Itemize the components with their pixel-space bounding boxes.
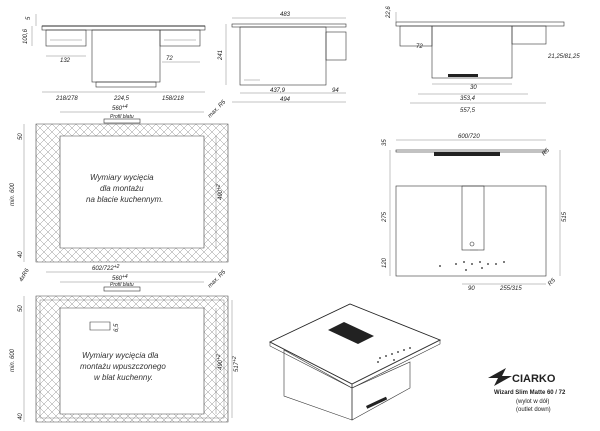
side-view-515: 515 (562, 211, 568, 222)
dim-94: 94 (332, 88, 339, 94)
dim-224-5: 224,5 (113, 96, 130, 102)
front-view-right: 22,6 72 21,25/81,25 30 353,4 557,5 (386, 6, 580, 114)
cutout-flat-mounting: 560+4 Profil blatu max. R5 min. 600 50 4… (10, 99, 229, 263)
brand-block: CIARKO Wizard Slim Matte 60 / 72 (wylot … (488, 368, 566, 413)
cutout-flush-6-5: 6,5 (114, 323, 120, 332)
dim-22-6: 22,6 (386, 6, 392, 19)
side-view-90: 90 (468, 286, 475, 292)
cutout-flat-40: 40 (18, 251, 24, 258)
ciarko-logo-icon (488, 368, 512, 386)
dim-132: 132 (60, 58, 71, 64)
side-view-width: 600/720 (458, 134, 480, 140)
dim-557-5: 557,5 (460, 108, 476, 114)
brand-name: CIARKO (512, 373, 556, 385)
iso-touch-dots (377, 347, 411, 363)
cutout-flat-min-600: min. 600 (10, 182, 16, 206)
dim-158-218: 158/218 (162, 96, 184, 102)
cutout-flush-50: 50 (18, 305, 24, 312)
dim-5: 5 (26, 16, 32, 20)
dim-30: 30 (470, 85, 477, 91)
cutout-flat-note-1: Wymiary wycięcia (90, 173, 154, 182)
cutout-flat-note-2: dla montażu (100, 184, 144, 193)
brand-outlet-pl: (wylot w dół) (516, 399, 549, 405)
side-view-top: 483 241 437,9 94 494 (218, 12, 347, 103)
dim-72: 72 (166, 56, 173, 62)
dim-72-right: 72 (416, 44, 423, 50)
cutout-flush-517: 517+2 (232, 356, 240, 372)
cutout-flush-40: 40 (18, 413, 24, 420)
side-view-255-315: 255/315 (499, 286, 522, 292)
cutout-flush-note-3: w blat kuchenny. (94, 373, 153, 382)
dim-21-25-81-25: 21,25/81,25 (547, 54, 580, 60)
dim-437-9: 437,9 (270, 88, 286, 94)
cutout-flush-inner-width: 560+4 (112, 274, 128, 282)
cutout-flat-profile-label: Profil blatu (110, 114, 134, 120)
cutout-flush-mounting: 602/722+2 560+4 Profil blatu 4xR6 max. R… (10, 264, 240, 423)
cutout-flat-corner: max. R5 (207, 99, 228, 120)
dim-218-278: 218/278 (55, 96, 78, 102)
side-view-corner-top: R5 (541, 147, 551, 157)
cutout-flush-490: 490+2 (216, 354, 224, 370)
cutout-flush-note-1: Wymiary wycięcia dla (82, 351, 159, 360)
cutout-flat-note-3: na blacie kuchennym. (86, 195, 163, 204)
brand-model: Wizard Slim Matte 60 / 72 (494, 390, 566, 396)
cutout-flush-profile-label: Profil blatu (110, 282, 134, 288)
cutout-flush-corner-left: 4xR6 (19, 267, 32, 283)
cutout-flat-50: 50 (18, 133, 24, 140)
front-view-left: 5 100,6 132 72 218/278 224,5 158/218 (23, 14, 206, 102)
side-view-120: 120 (382, 257, 388, 268)
cutout-flat-490: 490+2 (216, 184, 224, 200)
dim-353-4: 353,4 (460, 96, 476, 102)
cutout-flush-note-2: montażu wpuszczonego (80, 362, 166, 371)
dim-483: 483 (280, 12, 291, 18)
dim-100-6: 100,6 (23, 28, 29, 44)
dim-241: 241 (218, 50, 224, 61)
cutout-flush-outer-width: 602/722+2 (92, 264, 120, 272)
brand-outlet-en: (outlet down) (516, 407, 551, 413)
side-view-right: 600/720 35 R5 275 120 515 90 255/315 R5 (382, 134, 568, 292)
cutout-flush-min-600: min. 600 (10, 348, 16, 372)
side-view-275: 275 (382, 211, 388, 223)
dim-494: 494 (280, 97, 291, 103)
isometric-view (268, 303, 442, 421)
side-view-35: 35 (382, 139, 388, 146)
side-view-touch-dots (439, 261, 505, 271)
cutout-flat-width: 560+4 (112, 104, 128, 112)
side-view-corner-bottom: R5 (547, 277, 557, 287)
